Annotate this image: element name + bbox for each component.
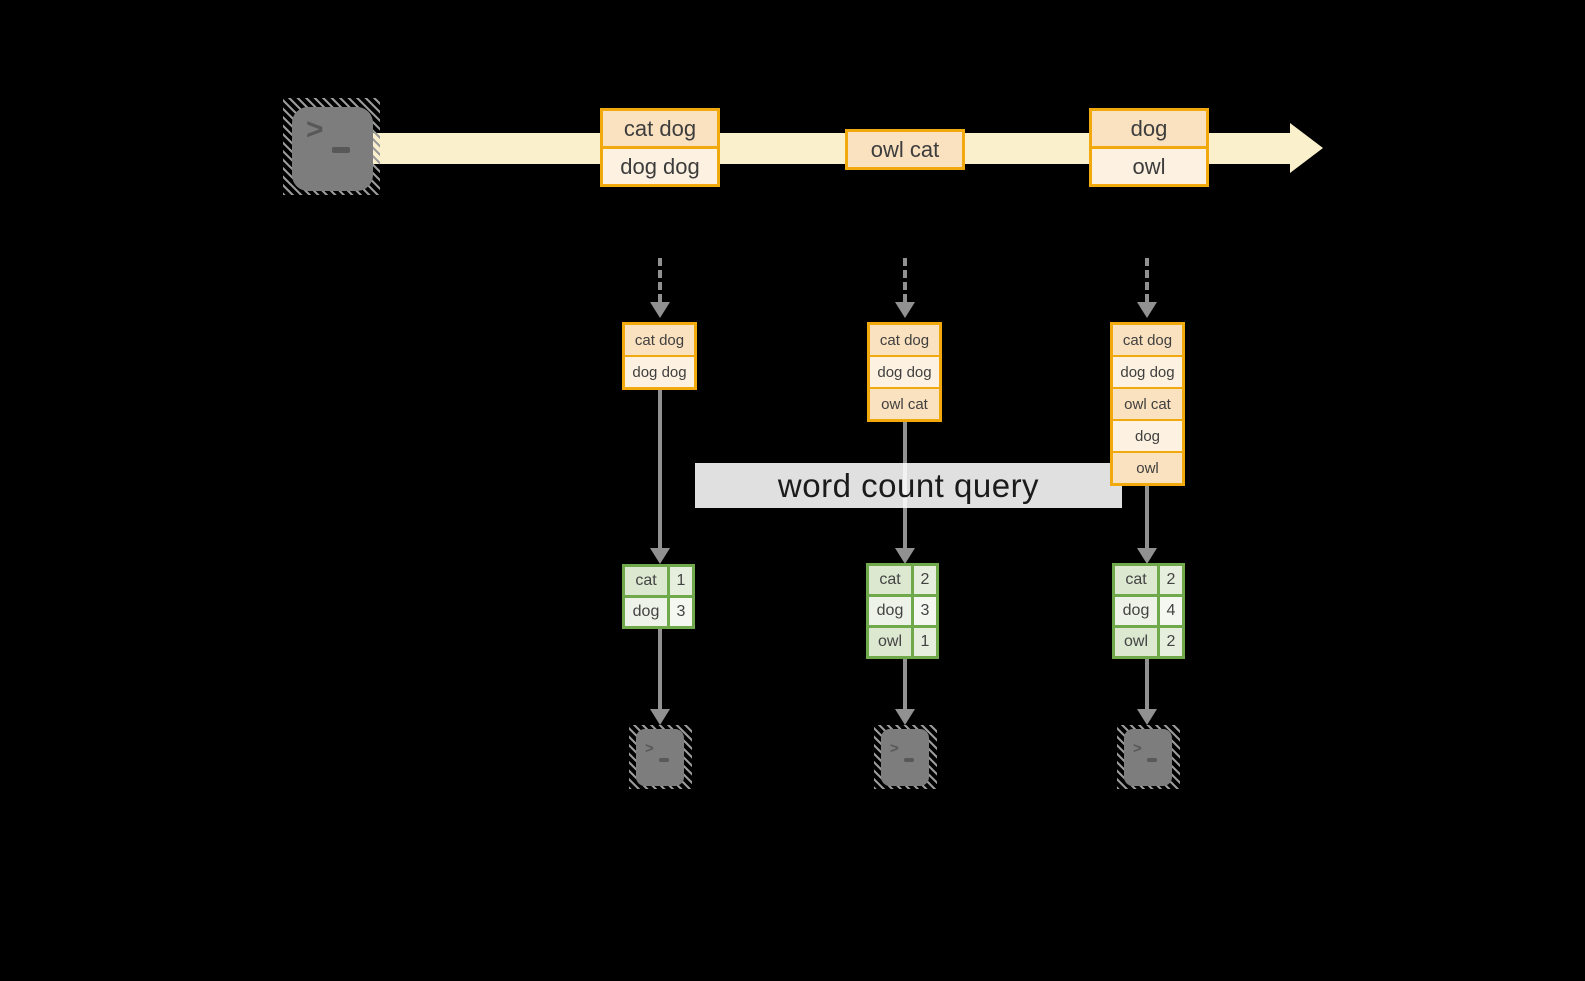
query-banner: word count query — [695, 463, 1122, 508]
arrow-line — [903, 656, 907, 709]
dashed-arrow-head — [1137, 302, 1157, 318]
state-box-2: cat dog dog dog owl cat — [867, 322, 942, 422]
prompt-underscore-icon — [1147, 758, 1157, 762]
prompt-chevron-icon: > — [1133, 740, 1142, 757]
dashed-arrow-head — [895, 302, 915, 318]
arrow-line — [658, 627, 662, 709]
wordcount-table-3: cat 2 dog 4 owl 2 — [1112, 563, 1185, 659]
word-cell: cat — [869, 566, 911, 594]
count-cell: 3 — [914, 597, 936, 625]
event-cell: dog dog — [603, 149, 717, 184]
word-cell: dog — [869, 597, 911, 625]
arrow-line — [658, 388, 662, 548]
state-box-1: cat dog dog dog — [622, 322, 697, 390]
stream-arrow-head — [1290, 123, 1323, 173]
consumer-terminal-icon-2: > — [874, 725, 937, 789]
prompt-chevron-icon: > — [306, 113, 324, 146]
arrow-line — [1145, 484, 1149, 548]
state-cell: dog dog — [870, 357, 939, 387]
state-cell: owl cat — [870, 389, 939, 419]
arrow-head — [895, 709, 915, 725]
count-cell: 4 — [1160, 597, 1182, 625]
prompt-underscore-icon — [332, 147, 350, 153]
event-cell: dog — [1092, 111, 1206, 146]
event-box-2: owl cat — [845, 129, 965, 170]
count-cell: 2 — [1160, 566, 1182, 594]
arrow-head — [895, 548, 915, 564]
state-cell: cat dog — [870, 325, 939, 355]
count-cell: 3 — [670, 598, 692, 626]
count-cell: 2 — [1160, 628, 1182, 656]
state-cell: cat dog — [1113, 325, 1182, 355]
arrow-line — [1145, 655, 1149, 709]
count-cell: 1 — [914, 628, 936, 656]
terminal-icon-body: > — [292, 107, 373, 191]
event-cell: cat dog — [603, 111, 717, 146]
word-cell: cat — [625, 567, 667, 595]
event-box-3: dog owl — [1089, 108, 1209, 187]
consumer-terminal-icon-3: > — [1117, 725, 1180, 789]
count-cell: 1 — [670, 567, 692, 595]
arrow-head — [1137, 709, 1157, 725]
state-cell: cat dog — [625, 325, 694, 355]
prompt-underscore-icon — [659, 758, 669, 762]
word-cell: dog — [625, 598, 667, 626]
state-cell: dog dog — [625, 357, 694, 387]
prompt-chevron-icon: > — [645, 740, 654, 757]
arrow-head — [650, 548, 670, 564]
dashed-arrow-line — [658, 258, 662, 302]
wordcount-table-2: cat 2 dog 3 owl 1 — [866, 563, 939, 659]
dashed-arrow-line — [1145, 258, 1149, 302]
word-cell: owl — [869, 628, 911, 656]
event-box-1: cat dog dog dog — [600, 108, 720, 187]
dashed-arrow-head — [650, 302, 670, 318]
word-cell: dog — [1115, 597, 1157, 625]
terminal-icon-body: > — [636, 729, 684, 786]
state-cell: owl cat — [1113, 389, 1182, 419]
wordcount-table-1: cat 1 dog 3 — [622, 564, 695, 629]
terminal-icon-body: > — [881, 729, 929, 786]
word-cell: cat — [1115, 566, 1157, 594]
prompt-underscore-icon — [904, 758, 914, 762]
word-cell: owl — [1115, 628, 1157, 656]
event-cell: owl cat — [848, 132, 962, 167]
terminal-icon-body: > — [1124, 729, 1172, 786]
state-cell: owl — [1113, 453, 1182, 483]
state-box-3: cat dog dog dog owl cat dog owl — [1110, 322, 1185, 486]
state-cell: dog dog — [1113, 357, 1182, 387]
dashed-arrow-line — [903, 258, 907, 302]
event-cell: owl — [1092, 149, 1206, 184]
arrow-head — [650, 709, 670, 725]
consumer-terminal-icon-1: > — [629, 725, 692, 789]
state-cell: dog — [1113, 421, 1182, 451]
arrow-head — [1137, 548, 1157, 564]
query-banner-label: word count query — [777, 466, 1040, 504]
producer-terminal-icon: > — [283, 98, 380, 195]
prompt-chevron-icon: > — [890, 740, 899, 757]
count-cell: 2 — [914, 566, 936, 594]
